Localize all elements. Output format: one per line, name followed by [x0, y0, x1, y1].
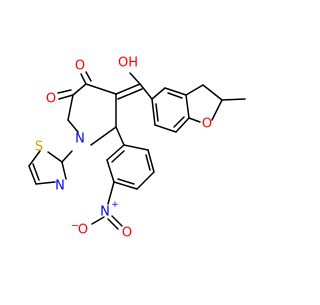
- enol-oh-bond: [129, 72, 141, 85]
- ketone-double-bond: [80, 71, 92, 85]
- nitro-oxygen-double-label: O: [122, 226, 132, 241]
- nitro-oxygen-single-label: O: [78, 223, 88, 238]
- furan-oxygen-label: O: [202, 117, 212, 132]
- molecule-canvas: O O OH O N N S N + O − O: [28, 56, 246, 241]
- hydroxyl-label: OH: [118, 56, 138, 71]
- enol-aryl-bond: [139, 83, 153, 100]
- thiazole-sulfur-label: S: [35, 140, 43, 155]
- pyrrolidine-nitrogen-label: N: [75, 132, 85, 147]
- dihydrofuran-ring: [185, 84, 246, 123]
- nitro-nitrogen-charge: +: [111, 200, 119, 210]
- ketone-oxygen-label: O: [75, 59, 85, 74]
- amide-double-bond: [57, 89, 74, 100]
- benzofuran-benzene-ring: [151, 87, 190, 133]
- thiazole-nitrogen-label: N: [55, 179, 65, 194]
- nitro-oxygen-single-charge: −: [71, 221, 79, 232]
- nitrophenyl-ring: [106, 144, 155, 190]
- aryl-attachment-bond: [115, 126, 125, 146]
- pyrrolidine-ring-bonds: [67, 83, 117, 146]
- nitro-nitrogen-label: N: [100, 205, 110, 220]
- thiazole-ring: [28, 150, 73, 185]
- amide-oxygen-label: O: [46, 92, 56, 107]
- molecule-structure: O O OH O N N S N + O − O: [28, 56, 246, 241]
- exocyclic-double-bond: [115, 83, 143, 100]
- nitro-group-bonds: [91, 181, 123, 230]
